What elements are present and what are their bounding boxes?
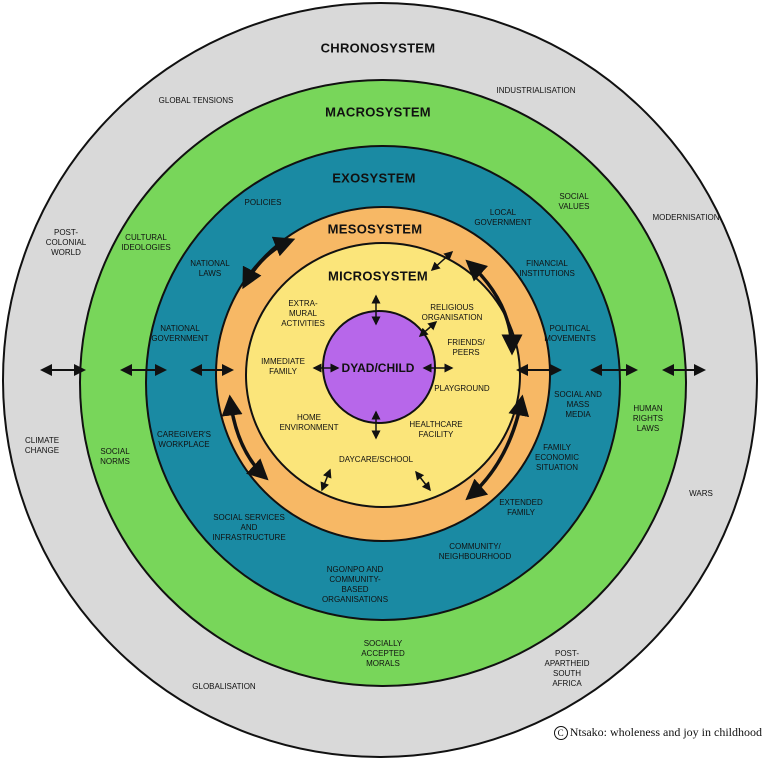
mesosystem-title: MESOSYSTEM [327,221,423,237]
micro-friends-peers: FRIENDS/ PEERS [447,338,485,357]
chrono-post-apartheid-south-africa: POST- APARTHEID SOUTH AFRICA [544,649,590,688]
exo-ngo-npo-community-organisations: NGO/NPO AND COMMUNITY- BASED ORGANISATIO… [321,565,389,604]
macrosystem-title: MACROSYSTEM [325,104,431,120]
exo-national-government: NATIONAL GOVERNMENT [151,324,209,343]
micro-immediate-family: IMMEDIATE FAMILY [261,357,305,376]
exo-financial-institutions: FINANCIAL INSTITUTIONS [519,259,575,278]
copyright-icon: C [553,726,568,740]
micro-religious-organisation: RELIGIOUS ORGANISATION [421,303,483,322]
micro-extra-mural-activities: EXTRA- MURAL ACTIVITIES [281,299,325,328]
meso-arrow-left [221,394,269,481]
macro-cultural-ideologies: CULTURAL IDEOLOGIES [121,233,171,252]
exo-policies: POLICIES [244,198,282,207]
dyad-arrow-upper-right [418,321,438,337]
chrono-human-rights-laws: HUMAN RIGHTS LAWS [632,404,664,433]
meso-arrow-bottom-right [465,394,530,501]
exo-extended-family: EXTENDED FAMILY [499,498,543,517]
dyad-title: DYAD/CHILD [341,361,415,375]
micro-daycare-school: DAYCARE/SCHOOL [338,455,414,464]
arrow-micro-meso-lower-right [415,470,431,492]
meso-arrow-right [465,259,523,356]
credit-text: Ntsako: wholeness and joy in childhood [569,725,762,739]
chrono-modernisation: MODERNISATION [652,213,720,222]
exo-political-movements: POLITICAL MOVEMENTS [544,324,596,343]
exo-family-economic-situation: FAMILY ECONOMIC SITUATION [535,443,579,472]
exo-caregivers-workplace: CAREGIVER'S WORKPLACE [157,430,211,449]
macro-social-norms: SOCIAL NORMS [100,447,130,466]
chrono-climate-change: CLIMATE CHANGE [24,436,60,455]
micro-home-environment: HOME ENVIRONMENT [279,413,339,432]
exo-community-neighbourhood: COMMUNITY/ NEIGHBOURHOOD [438,542,512,561]
arrow-micro-meso-upper-right [430,250,454,272]
macro-socially-accepted-morals: SOCIALLY ACCEPTED MORALS [361,639,405,668]
chrono-post-colonial-world: POST- COLONIAL WORLD [45,228,87,257]
chrono-globalisation: GLOBALISATION [192,682,256,691]
chronosystem-title: CHRONOSYSTEM [320,40,436,56]
micro-healthcare-facility: HEALTHCARE FACILITY [409,420,463,439]
chrono-industrialisation: INDUSTRIALISATION [496,86,576,95]
arrow-micro-meso-lower-left [320,468,332,492]
chrono-global-tensions: GLOBAL TENSIONS [158,96,234,105]
meso-arrow-top-left [242,236,296,290]
chrono-wars: WARS [689,489,713,498]
exosystem-title: EXOSYSTEM [332,170,416,186]
exo-local-government: LOCAL GOVERNMENT [474,208,532,227]
exo-social-and-mass-media: SOCIAL AND MASS MEDIA [554,390,602,419]
microsystem-title: MICROSYSTEM [327,268,429,284]
macro-social-values: SOCIAL VALUES [558,192,590,211]
micro-playground: PLAYGROUND [434,384,490,393]
exo-social-services-and-infrastructure: SOCIAL SERVICES AND INFRASTRUCTURE [212,513,286,542]
exo-national-laws: NATIONAL LAWS [190,259,230,278]
